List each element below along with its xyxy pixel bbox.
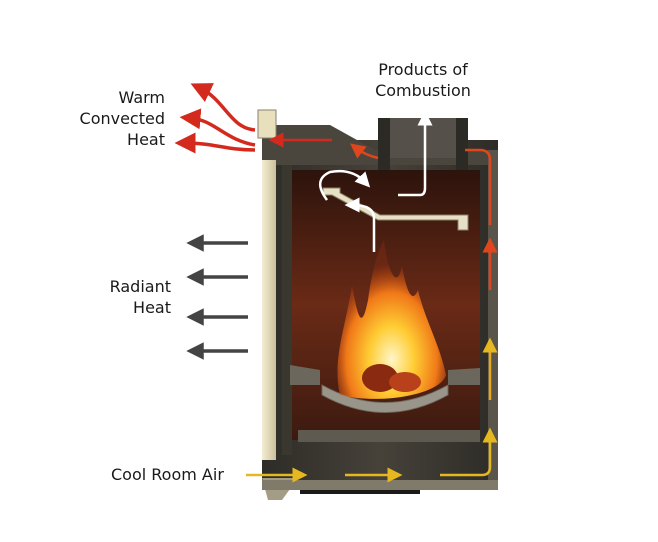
convected-heat-arrow <box>190 83 256 132</box>
label-line: Heat <box>127 130 165 149</box>
flue-arrow <box>398 110 433 197</box>
log <box>389 372 421 392</box>
firebox <box>282 165 480 455</box>
flue-collar <box>378 118 468 158</box>
cool-air-flow <box>246 337 498 483</box>
label-line: Radiant <box>109 277 171 296</box>
label-line: Convected <box>79 109 165 128</box>
products-of-combustion-label: Products of Combustion <box>358 59 488 101</box>
convected-heat-arrows <box>174 83 256 154</box>
label-line: Products of <box>378 60 468 79</box>
internal-hot-air-flow <box>268 132 498 290</box>
combustion-flow <box>319 110 433 252</box>
warm-convected-heat-label: Warm Convected Heat <box>80 87 165 150</box>
convected-heat-arrow <box>174 132 256 154</box>
side-panel <box>262 160 276 460</box>
log <box>362 364 398 392</box>
cool-room-air-label: Cool Room Air <box>111 465 224 484</box>
label-line: Warm <box>118 88 165 107</box>
label-line: Heat <box>133 298 171 317</box>
fire-flames <box>337 240 446 399</box>
radiant-heat-label: Radiant Heat <box>110 276 171 318</box>
label-line: Combustion <box>375 81 471 100</box>
convected-heat-arrow <box>179 108 256 147</box>
ash-pan <box>298 430 480 442</box>
baffle-plate <box>322 187 469 231</box>
grate <box>321 384 449 413</box>
cool-air-arrow <box>440 427 498 477</box>
radiant-heat-arrows <box>186 234 248 360</box>
